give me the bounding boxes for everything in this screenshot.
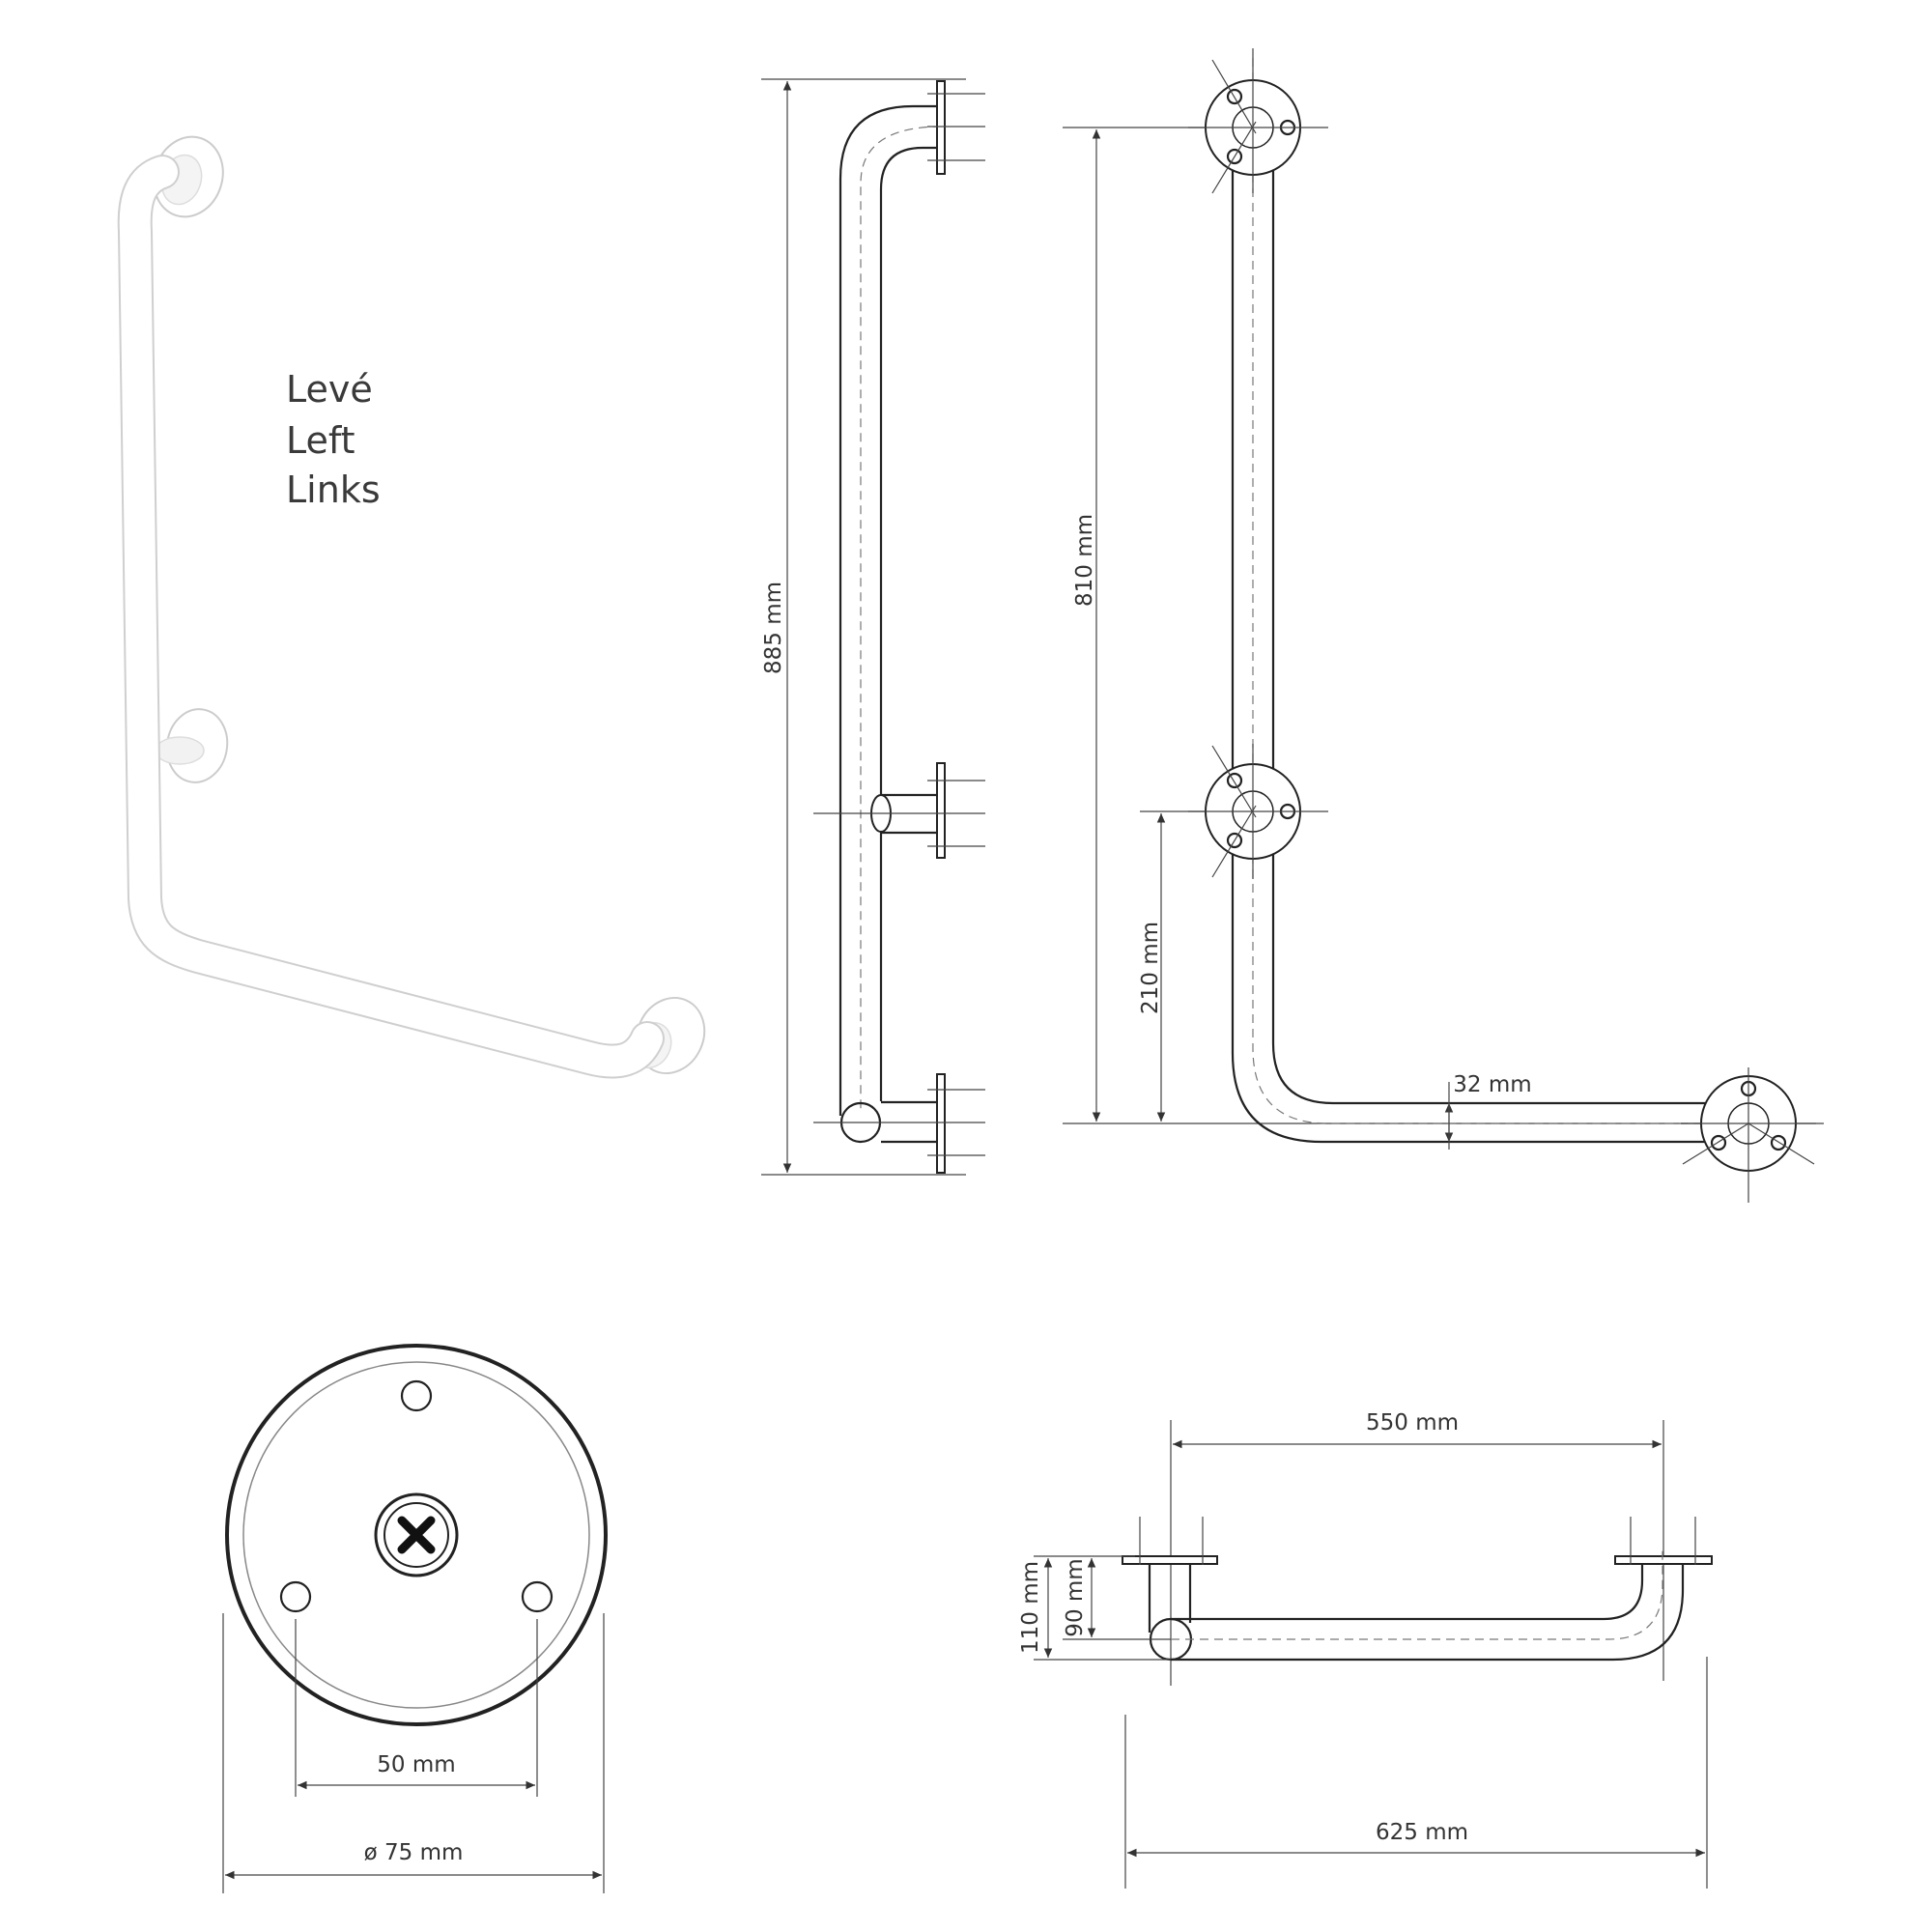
screw-head-icon	[397, 1516, 436, 1554]
dim-text-885: 885 mm	[761, 582, 786, 674]
dim-text-810: 810 mm	[1072, 514, 1097, 607]
dim-text-75: ø 75 mm	[364, 1840, 464, 1865]
label-czech-leve: Levé	[286, 368, 373, 411]
side-view: 885 mm	[761, 78, 985, 1176]
front-view: 810 mm 210 mm 32 mm	[1063, 48, 1824, 1203]
middle-rosette	[1188, 744, 1328, 879]
label-german-links: Links	[286, 469, 381, 511]
dim-text-550: 550 mm	[1366, 1410, 1459, 1435]
top-rosette	[1188, 48, 1328, 194]
label-english-left: Left	[286, 419, 355, 462]
dim-text-90: 90 mm	[1063, 1558, 1088, 1636]
dim-text-50: 50 mm	[377, 1752, 455, 1777]
bottom-rosette	[1681, 1067, 1824, 1203]
dim-text-110: 110 mm	[1018, 1561, 1043, 1654]
top-view: 550 mm 110 mm 90 mm 625 mm	[1018, 1410, 1713, 1889]
product-3d-view	[117, 135, 706, 1079]
dim-text-210: 210 mm	[1138, 922, 1163, 1014]
dim-text-32: 32 mm	[1453, 1072, 1531, 1097]
dim-text-625: 625 mm	[1376, 1820, 1468, 1845]
rosette-detail-view: 50 mm ø 75 mm	[222, 1344, 608, 1893]
